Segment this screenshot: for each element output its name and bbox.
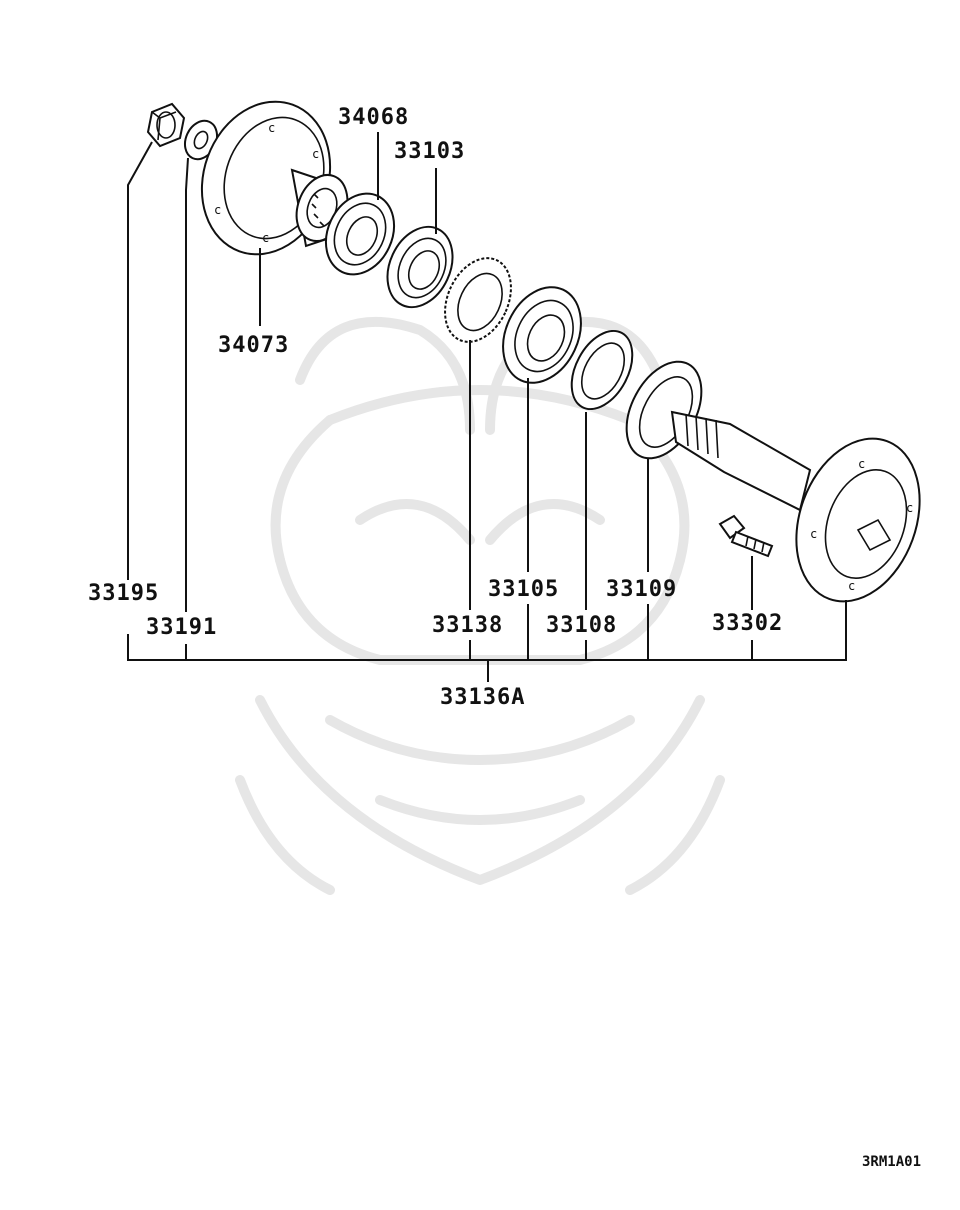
part-number-34068: 34068 [338,105,409,130]
oil-seal-icon [324,192,396,276]
part-number-33109: 33109 [606,577,677,602]
bearing-icon [502,286,582,384]
part-number-33103: 33103 [394,139,465,164]
svg-text:c: c [858,457,865,471]
bearing-icon [386,225,454,309]
shim-icon [570,329,634,411]
part-number-33138: 33138 [432,613,503,638]
spacer-ring-icon [444,257,512,343]
svg-text:c: c [906,501,913,515]
part-number-33108: 33108 [546,613,617,638]
part-number-33195: 33195 [88,581,159,606]
part-labels: 33195 33191 34073 34068 33103 33138 3310… [88,105,921,1170]
svg-text:c: c [848,579,855,593]
part-number-33302: 33302 [712,611,783,636]
leader-lines [127,132,847,682]
part-number-33191: 33191 [146,615,217,640]
svg-text:c: c [262,231,269,245]
svg-text:c: c [810,527,817,541]
svg-text:c: c [268,121,275,135]
axle-shaft-icon: c c c c [670,410,921,603]
svg-text:c: c [214,203,221,217]
part-number-33105: 33105 [488,577,559,602]
part-number-34073: 34073 [218,333,289,358]
assembly-number: 33136A [440,685,525,710]
hub-bolt-icon [718,514,774,558]
drawing-code: 3RM1A01 [862,1154,921,1170]
lock-nut-icon [146,102,186,148]
svg-text:c: c [312,147,319,161]
